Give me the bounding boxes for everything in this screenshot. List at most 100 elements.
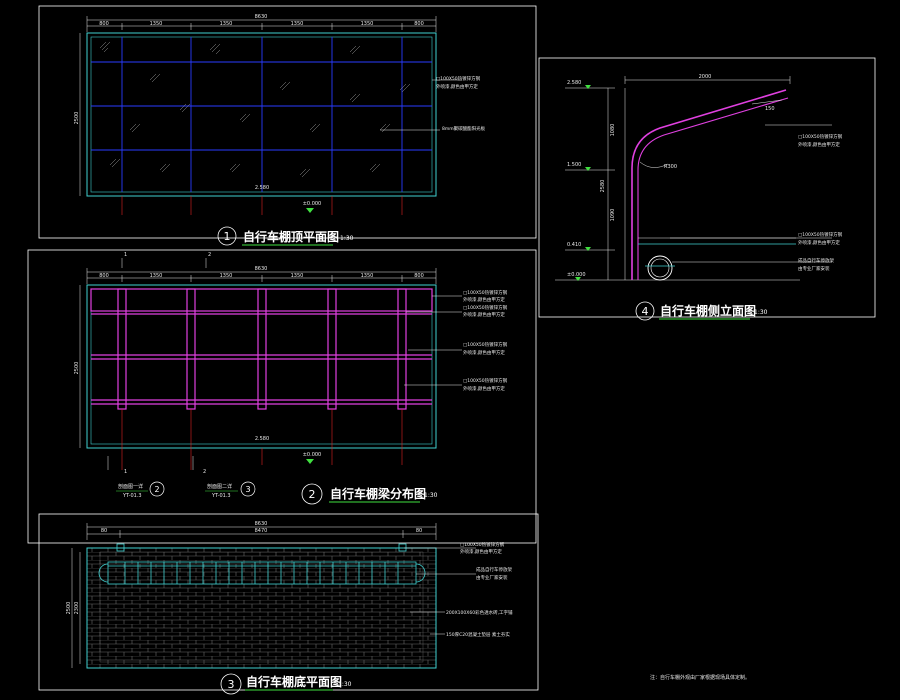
elev-vdim: 2580 (600, 180, 606, 193)
roof-seg-dim: 1350 (361, 21, 374, 27)
roof-dimension-chain (86, 16, 437, 32)
base-note: 150厚C20混凝土垫层 素土夯实 (446, 631, 510, 638)
roof-plan-view: 8630 800 1350 1350 1350 1350 800 2500 (38, 5, 537, 246)
beam-axis-label: 2 (208, 252, 211, 258)
beam-view-scale: 1:30 (424, 492, 438, 499)
roof-note: 外喷漆,颜色由甲方定 (436, 83, 478, 90)
beam-total-dim: 8630 (255, 266, 268, 272)
roof-outline (86, 32, 437, 197)
beam-seg-dim: 1350 (220, 273, 233, 279)
beam-layout-view: 1 2 8630 800 1350 1350 1350 1350 800 250… (27, 249, 537, 544)
elev-vdim: 1090 (610, 209, 616, 222)
elev-view-title: 自行车棚侧立面图 (660, 303, 756, 318)
roof-axis-lines (121, 196, 403, 215)
elev-view-scale: 1:30 (754, 309, 768, 316)
base-height-dim-inner: 2300 (74, 602, 80, 615)
beam-seg-dim: 1350 (291, 273, 304, 279)
level-marker-icon (306, 208, 314, 213)
roof-seg-dim: 800 (99, 21, 109, 27)
drawing-footnote: 注：自行车棚外观由厂家根据现场具体定制。 (650, 674, 750, 681)
base-height-dim: 2500 (66, 602, 72, 615)
roof-total-dim: 8630 (255, 14, 268, 20)
beam-section-label: 剖面图一详 (118, 483, 143, 490)
beam-level-ref: ±0.000 (303, 452, 322, 458)
elev-level: ±0.000 (567, 272, 586, 278)
base-note: 由专业厂家安装 (476, 574, 508, 581)
beam-section-num: 2 (154, 485, 159, 494)
beam-view-title: 自行车棚梁分布图 (330, 486, 426, 501)
beam-seg-dim: 800 (414, 273, 424, 279)
roof-seg-dim: 800 (414, 21, 424, 27)
bike-rack-icon (645, 255, 675, 281)
beam-note: 外喷漆,颜色由甲方定 (463, 311, 505, 318)
elev-note: 外喷漆,颜色由甲方定 (798, 239, 840, 246)
beam-seg-dim: 800 (99, 273, 109, 279)
beam-view-number: 2 (309, 488, 316, 501)
elev-level: 2.580 (567, 80, 581, 86)
roof-height-dim: 2500 (74, 112, 80, 125)
elev-angle: R300 (664, 164, 677, 170)
elev-note: 外喷漆,颜色由甲方定 (798, 141, 840, 148)
beam-note: □100X50热镀锌方钢 (463, 377, 508, 384)
beam-note: 外喷漆,颜色由甲方定 (463, 296, 505, 303)
base-seg-dim: 80 (101, 528, 107, 534)
beam-level-mark: 2.580 (255, 436, 269, 442)
roof-view-number: 1 (224, 230, 231, 243)
elev-view-number: 4 (642, 305, 649, 318)
base-note: □100X50热镀锌方钢 (460, 541, 505, 548)
roof-level-mark: 2.580 (255, 185, 269, 191)
beam-note: □100X50热镀锌方钢 (463, 304, 508, 311)
elev-level: 1.500 (567, 162, 581, 168)
roof-seg-dim: 1350 (291, 21, 304, 27)
beam-section-num: 3 (245, 485, 250, 494)
roof-plan-frame (38, 5, 537, 239)
roof-level-ref: ±0.000 (303, 201, 322, 207)
base-plan-view: 8630 80 8470 80 2500 2300 (38, 513, 539, 695)
base-total-dim: 8630 (255, 521, 268, 527)
beam-note: 外喷漆,颜色由甲方定 (463, 385, 505, 392)
beam-section-axis: 2 (203, 469, 206, 475)
beam-section-label: 剖面图二详 (207, 483, 232, 490)
steel-beam-grid (90, 288, 433, 410)
elev-vdim: 1080 (610, 124, 616, 137)
base-note: 200X100X60彩色透水砖,工字铺 (446, 609, 513, 616)
elev-level: 0.410 (567, 242, 581, 248)
roof-note: 8mm聚碳酸酯阳光板 (442, 125, 486, 132)
roof-view-scale: 1:30 (340, 235, 354, 242)
elev-note: 由专业厂家安装 (798, 265, 830, 272)
beam-seg-dim: 1350 (361, 273, 374, 279)
beam-note: 外喷漆,颜色由甲方定 (463, 349, 505, 356)
roof-seg-dim: 1350 (220, 21, 233, 27)
elevation-frame (538, 57, 876, 318)
base-seg-dim: 80 (416, 528, 422, 534)
view-number-circle (217, 226, 237, 246)
elevation-view: 2000 2.580 1.500 0.410 ±0.000 1080 2580 … (538, 57, 876, 321)
paving-area (86, 547, 437, 669)
beam-note: □100X50热镀锌方钢 (463, 289, 508, 296)
base-view-number: 3 (228, 678, 235, 691)
base-view-scale: 1:30 (338, 681, 352, 688)
beam-section-ref: YT-01.3 (211, 493, 231, 499)
elev-top-dim: 2000 (699, 74, 712, 80)
base-note: 外喷漆,颜色由甲方定 (460, 548, 502, 555)
beam-axis-label: 1 (124, 252, 127, 258)
beam-height-dim: 2500 (74, 362, 80, 375)
elev-note: □100X50热镀锌方钢 (798, 231, 843, 238)
beam-seg-dim: 1350 (150, 273, 163, 279)
roof-panel-grid (91, 37, 432, 192)
base-view-title: 自行车棚底平面图 (246, 674, 342, 689)
roof-seg-dim: 1350 (150, 21, 163, 27)
glass-hatch (99, 41, 411, 178)
bike-rack-plan (98, 561, 426, 585)
beam-section-ref: YT-01.3 (122, 493, 142, 499)
elev-slope-dim: 150 (765, 106, 775, 112)
beam-frame (27, 249, 537, 544)
roof-note: □100X50热镀锌方钢 (436, 75, 481, 82)
roof-view-title: 自行车棚顶平面图 (243, 229, 339, 244)
steel-frame-profile (631, 89, 787, 280)
beam-note: □100X50热镀锌方钢 (463, 341, 508, 348)
base-seg-dim: 8470 (255, 528, 268, 534)
base-note: 成品自行车停放架 (476, 566, 512, 573)
elev-note: □100X50热镀锌方钢 (798, 133, 843, 140)
